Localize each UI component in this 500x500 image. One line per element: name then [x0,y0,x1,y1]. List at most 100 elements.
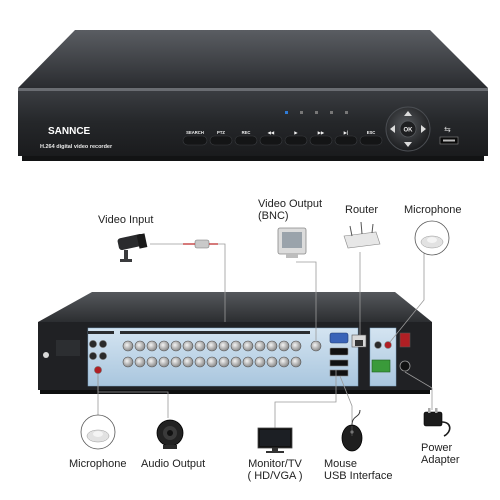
vga-port[interactable] [329,332,349,344]
line-mouse [339,375,353,422]
front-usb-port[interactable]: ⇆ [439,125,459,145]
bnc-input-4[interactable] [158,340,170,352]
microphone-bottom-icon [80,414,116,450]
bnc-input-18[interactable] [146,356,158,368]
audio-in-jack-1[interactable] [89,340,97,348]
flat-monitor-icon [257,427,293,453]
label-monitor-line2: ( HD/VGA ) [247,470,303,482]
nav-right-arrow-icon[interactable] [421,125,426,133]
bnc-input-28[interactable] [266,356,278,368]
bnc-input-16[interactable] [122,356,134,368]
bnc-input-29[interactable] [278,356,290,368]
bnc-input-1[interactable] [122,340,134,352]
bnc-input-19[interactable] [158,356,170,368]
skip-next-icon: ▶| [343,130,348,135]
bnc-input-17[interactable] [134,356,146,368]
bnc-connector-icon [183,239,218,249]
bnc-input-13[interactable] [266,340,278,352]
bnc-input-15[interactable] [290,340,302,352]
audio-in-jack-4[interactable] [99,352,107,360]
ground-screw [43,352,49,358]
power-adapter-icon [423,408,451,437]
dvr-front-view: SANNCE H.264 digital video recorder SEAR… [18,30,488,161]
dvr-top-surface [18,30,488,88]
label-audio-output: Audio Output [141,458,206,470]
dc-power-socket[interactable] [399,360,411,372]
bnc-input-23[interactable] [206,356,218,368]
rear-audio-jack-1[interactable] [374,341,382,349]
bnc-input-10[interactable] [230,340,242,352]
bnc-input-2[interactable] [134,340,146,352]
rewind-icon: ◀◀ [267,130,275,135]
bnc-input-6[interactable] [182,340,194,352]
esc-button[interactable]: ESC [359,130,383,146]
nav-up-arrow-icon[interactable] [404,111,412,116]
ethernet-port-socket [355,340,363,346]
audio-in-jack-3[interactable] [89,352,97,360]
bnc-input-24[interactable] [218,356,230,368]
rewind-button[interactable]: ◀◀ [259,130,283,146]
next-button[interactable]: ▶| [334,130,358,146]
bnc-input-3[interactable] [146,340,158,352]
label-microphone-bottom: Microphone [69,458,127,470]
bnc-input-8[interactable] [206,340,218,352]
fast-forward-button[interactable]: ▶▶ [309,130,333,146]
router-icon [343,221,381,249]
play-icon: ▶ [293,130,298,135]
nav-left-arrow-icon[interactable] [390,125,395,133]
led-rec [330,111,333,114]
rear-usb-port-2[interactable] [329,369,349,377]
bnc-input-30[interactable] [290,356,302,368]
bnc-input-26[interactable] [242,356,254,368]
rec-button-label: REC [242,130,251,135]
led-hdd [300,111,303,114]
rear-usb-port-1[interactable] [329,359,349,367]
bnc-input-14[interactable] [278,340,290,352]
crt-monitor-icon [277,227,307,258]
bnc-input-12[interactable] [254,340,266,352]
navigation-pad[interactable]: OK [385,106,431,152]
line-microphone-top [389,250,425,343]
bullet-camera-icon [117,233,148,262]
leader-lines [97,243,433,428]
nav-ok-label: OK [404,128,414,134]
label-mouse-line1: Mouse [324,458,358,470]
rear-blue-label-panel-right [369,327,397,387]
label-monitor-line1: Monitor/TV [248,458,302,470]
rear-vent [56,340,80,356]
ptz-button-label: PTZ [217,130,225,135]
label-power-line1: Power [421,442,453,454]
bnc-video-output[interactable] [310,340,322,352]
ptz-button[interactable]: PTZ [209,130,233,146]
front-button-row: SEARCH PTZ REC ◀◀ ▶ ▶▶ [182,130,383,146]
status-led-row [285,111,348,114]
bnc-input-25[interactable] [230,356,242,368]
nav-ok-button[interactable] [399,120,417,138]
bnc-input-21[interactable] [182,356,194,368]
bnc-input-7[interactable] [194,340,206,352]
label-power-line2: Adapter [421,454,460,466]
bnc-input-11[interactable] [242,340,254,352]
bnc-input-5[interactable] [170,340,182,352]
rec-button[interactable]: REC [234,130,258,146]
rear-audio-jack-2[interactable] [384,341,392,349]
play-button[interactable]: ▶ [284,130,308,146]
bnc-input-9[interactable] [218,340,230,352]
bnc-input-20[interactable] [170,356,182,368]
line-video-output [296,261,317,340]
hdmi-port[interactable] [329,347,349,356]
audio-out-jack[interactable] [94,366,102,374]
line-monitor [274,370,337,428]
audio-in-jack-2[interactable] [99,340,107,348]
bnc-input-27[interactable] [254,356,266,368]
power-switch[interactable] [399,332,411,348]
search-button[interactable]: SEARCH [182,130,208,146]
rs485-terminal-block[interactable] [371,359,391,373]
audio-in-label-bar [88,331,114,334]
nav-down-arrow-icon[interactable] [404,142,412,147]
microphone-top-icon [414,220,450,256]
rear-top-surface [38,292,432,322]
line-power [404,371,433,410]
bnc-input-22[interactable] [194,356,206,368]
